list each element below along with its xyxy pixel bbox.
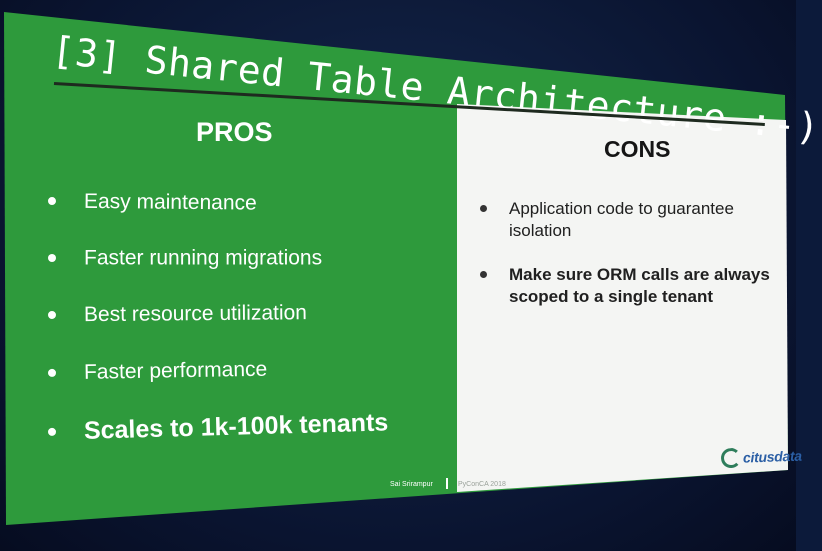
bullet-icon <box>47 197 57 206</box>
citusdata-logo-icon <box>720 447 742 469</box>
cons-item-text: Application code to guarantee isolation <box>509 199 734 240</box>
pros-list-item: Faster running migrations <box>48 246 322 270</box>
pros-item-text: Easy maintenance <box>83 189 257 215</box>
footer-event: PyConCA 2018 <box>458 481 506 488</box>
bullet-icon <box>480 205 487 212</box>
cons-heading: CONS <box>604 136 671 162</box>
cons-list-item: Application code to guarantee isolation <box>480 198 770 242</box>
logo-text: citusdata <box>742 447 803 466</box>
cons-list-item: Make sure ORM calls are always scoped to… <box>480 264 770 308</box>
pros-list-item: Easy maintenance <box>47 189 257 216</box>
pros-item-text: Faster running migrations <box>84 246 323 270</box>
pros-item-text: Best resource utilization <box>83 301 308 327</box>
bullet-icon <box>47 428 57 437</box>
pros-heading: PROS <box>196 117 273 147</box>
bullet-icon <box>48 254 56 263</box>
bullet-icon <box>480 271 487 278</box>
pros-item-text: Faster performance <box>83 357 268 384</box>
footer-speaker: Sai Srirampur <box>390 481 433 488</box>
footer-divider <box>446 478 448 489</box>
cons-item-text: Make sure ORM calls are always scoped to… <box>509 265 770 306</box>
bullet-icon <box>47 369 57 378</box>
bullet-icon <box>47 311 57 320</box>
pros-list-item: Best resource utilization <box>47 301 308 328</box>
pros-list-item: Faster performance <box>47 357 268 385</box>
cons-panel <box>457 104 788 492</box>
citusdata-logo: citusdata <box>720 446 803 469</box>
